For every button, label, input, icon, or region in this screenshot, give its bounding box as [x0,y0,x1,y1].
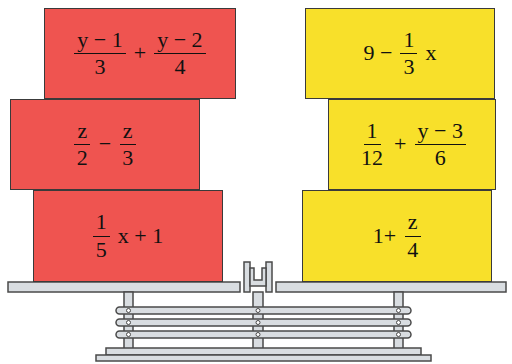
fraction: z2 [74,119,91,170]
expression-block: y − 13 + y − 24 [44,8,236,99]
numerator: z [74,119,90,145]
math-expression: z2−z3 [70,119,140,170]
math-expression: 1+ z4 [369,210,425,261]
fraction: 13 [400,28,417,79]
fraction: 15 [93,210,110,261]
numerator: y − 2 [154,28,205,54]
expression-block: 9 −13x [305,8,495,99]
numerator: 1 [93,210,110,236]
expression-block: 15 x + 1 [33,190,223,282]
expression-block: z2−z3 [10,99,200,190]
expression-text: x [425,41,436,65]
fraction: z3 [119,119,136,170]
math-expression: y − 13 + y − 24 [70,28,209,79]
numerator: z [120,119,136,145]
numerator: 1 [364,119,381,145]
expression-block: 1+ z4 [302,190,492,282]
expression-block: 112 + y − 36 [328,99,496,190]
denominator: 2 [74,145,91,170]
expression-text: + [134,41,146,65]
denominator: 3 [92,54,109,79]
math-expression: 112 + y − 36 [354,119,470,170]
expression-text: 9 − [364,41,393,65]
fraction: y − 36 [415,119,466,170]
numerator: y − 1 [74,28,125,54]
denominator: 4 [404,237,421,262]
denominator: 4 [171,54,188,79]
numerator: z [405,210,421,236]
fraction: y − 13 [74,28,125,79]
fraction: z4 [404,210,421,261]
expression-text: + [394,132,406,156]
expression-text: − [99,132,111,156]
denominator: 12 [358,145,386,170]
fraction: y − 24 [154,28,205,79]
math-expression: 9 −13x [360,28,441,79]
expression-text: 1+ [373,224,396,248]
fraction: 112 [358,119,386,170]
expression-text: x + 1 [118,224,163,248]
denominator: 3 [119,145,136,170]
numerator: 1 [400,28,417,54]
math-expression: 15 x + 1 [89,210,167,261]
denominator: 6 [432,145,449,170]
numerator: y − 3 [415,119,466,145]
denominator: 5 [93,237,110,262]
denominator: 3 [400,54,417,79]
